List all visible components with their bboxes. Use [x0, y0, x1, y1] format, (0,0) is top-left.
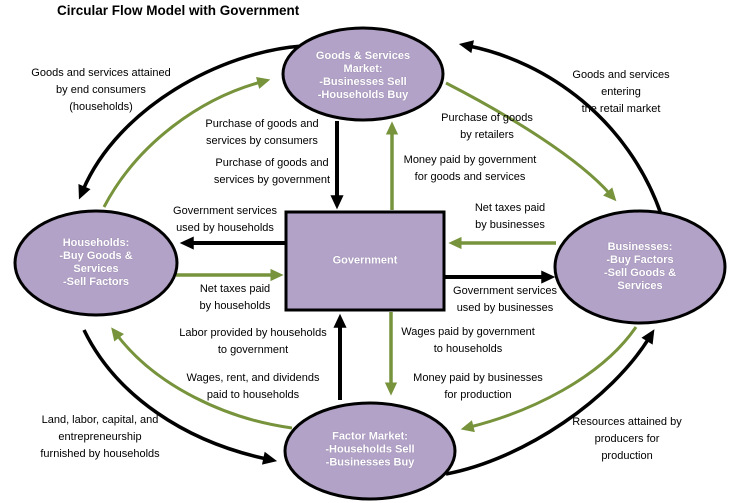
- node-factor-market: [283, 401, 457, 501]
- diagram-title: Circular Flow Model with Government: [57, 3, 300, 18]
- label-wages-government: Wages paid by government to households: [401, 326, 535, 355]
- arrow-goods-entering: [458, 40, 663, 215]
- label-purchase-consumers: Purchase of goods and services by consum…: [205, 118, 319, 147]
- node-label-households: Households: -Buy Goods & Services -Sell …: [59, 237, 133, 288]
- arrow-purchase-retailers: [445, 81, 617, 202]
- node-label-goods-services-market: Goods & Services Market: -Businesses Sel…: [315, 50, 411, 101]
- label-land-labor: Land, labor, capital, and entrepreneursh…: [40, 414, 160, 460]
- label-labor-provided: Labor provided by households to governme…: [179, 327, 327, 356]
- arrow-resources: [445, 329, 655, 476]
- arrow-goods-attained: [78, 44, 303, 200]
- label-purchase-retailers: Purchase of goods by retailers: [441, 112, 533, 141]
- arrow-purchase-consumers: [102, 77, 271, 208]
- label-gov-services-businesses: Government services used by businesses: [453, 285, 557, 314]
- label-net-taxes-businesses: Net taxes paid by businesses: [474, 202, 546, 231]
- node-label-factor-market: Factor Market: -Households Sell -Busines…: [325, 430, 415, 469]
- label-net-taxes-households: Net taxes paid by households: [199, 283, 271, 312]
- label-money-government: Money paid by government for goods and s…: [403, 154, 537, 183]
- label-goods-attained: Goods and services attained by end consu…: [31, 67, 171, 113]
- label-resources: Resources attained by producers for prod…: [572, 416, 682, 462]
- node-government: [284, 210, 446, 312]
- label-wages-rent: Wages, rent, and dividends paid to house…: [186, 372, 320, 401]
- arrow-land-labor: [82, 329, 278, 465]
- arrow-money-businesses: [460, 326, 638, 433]
- label-purchase-government: Purchase of goods and services by govern…: [213, 157, 331, 186]
- node-label-government: Government: [332, 254, 398, 267]
- node-label-businesses: Businesses: -Buy Factors -Sell Goods & S…: [603, 241, 677, 292]
- node-businesses: [553, 209, 727, 325]
- node-households: [13, 209, 179, 317]
- label-money-businesses: Money paid by businesses for production: [413, 372, 543, 401]
- label-gov-services-households: Government services used by households: [173, 205, 277, 234]
- arrow-wages-rent: [111, 327, 293, 430]
- label-goods-entering: Goods and services entering the retail m…: [572, 69, 670, 115]
- node-goods-services-market: [281, 26, 445, 122]
